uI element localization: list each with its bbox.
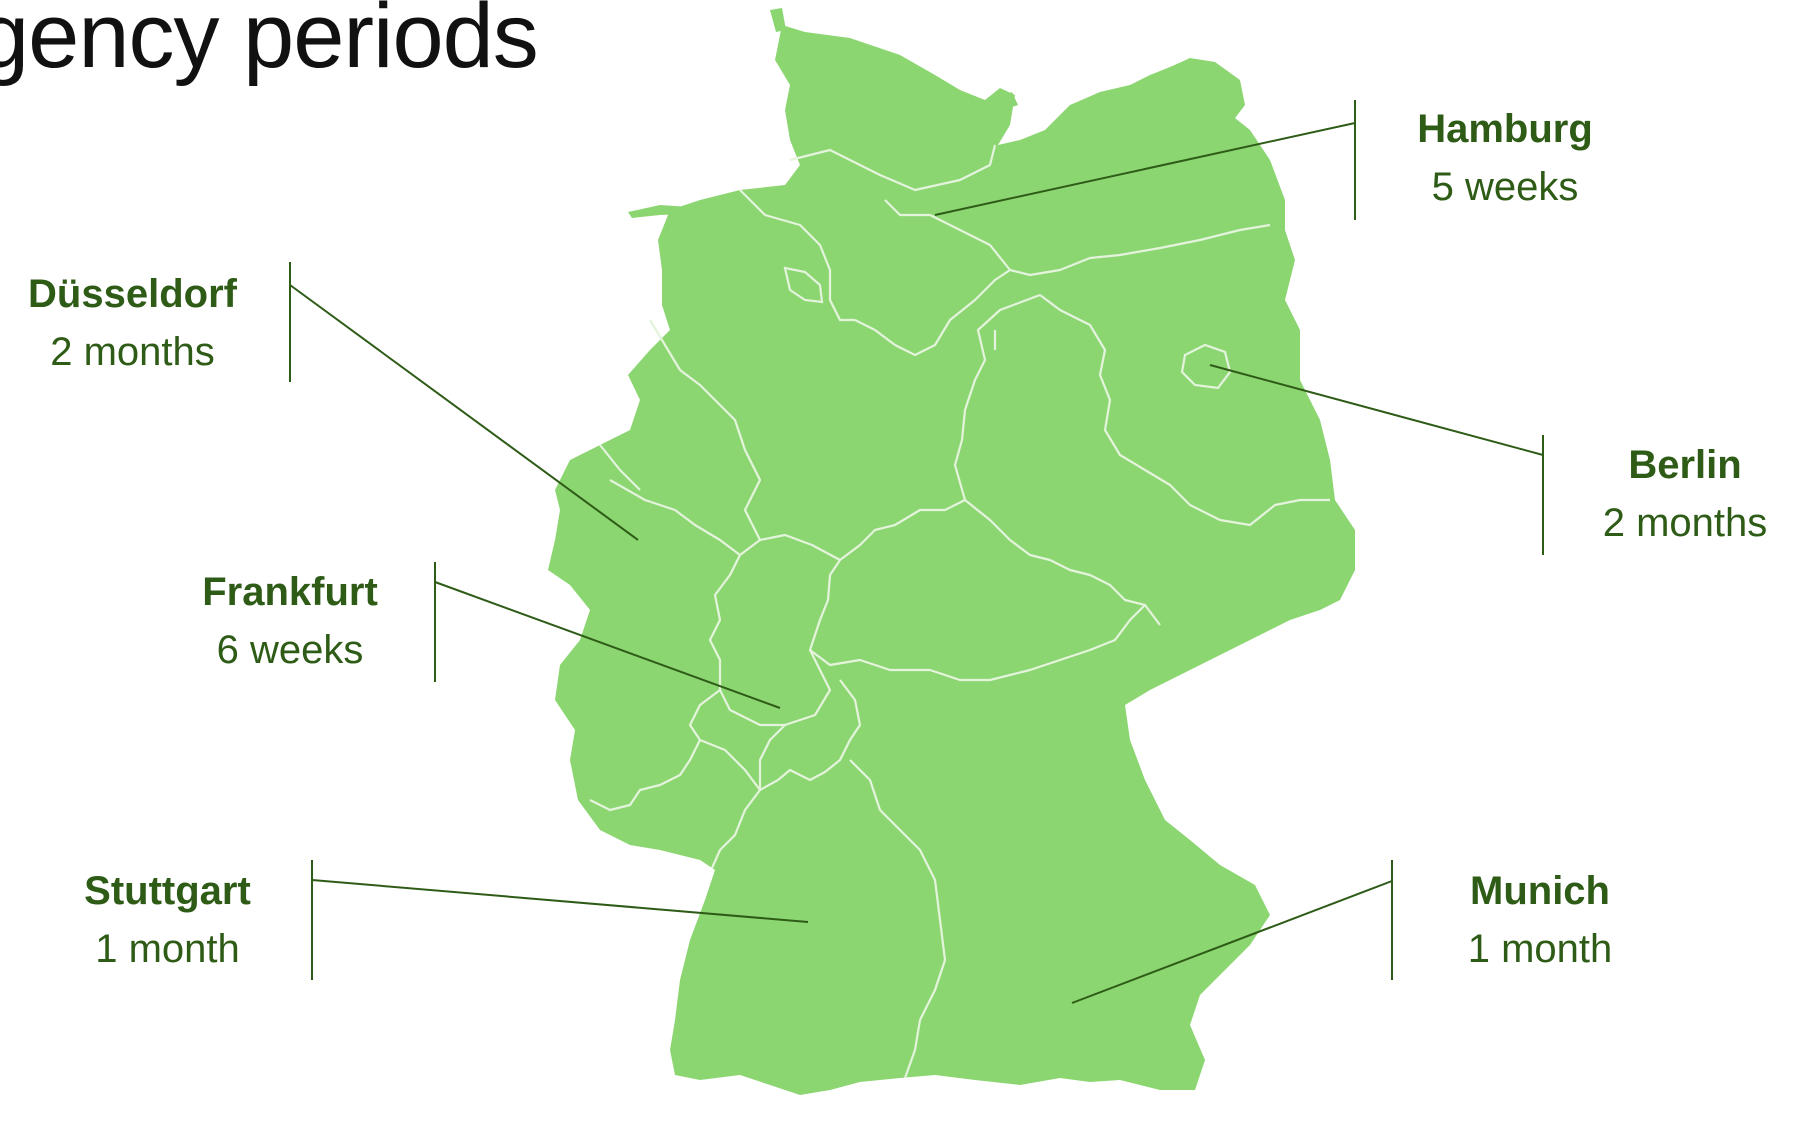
callout-munich: Munich 1 month [1420,862,1660,978]
bremen-enclave [783,266,824,304]
agency-period: 1 month [95,927,240,971]
agency-period: 5 weeks [1431,165,1579,209]
slide-title: gency periods [0,0,539,87]
germany-outline [548,25,1355,1095]
callout-hamburg: Hamburg 5 weeks [1380,100,1630,216]
leader-berlin [1209,364,1544,456]
berlin-enclave [1180,343,1232,390]
state-borders [589,144,1330,1079]
callout-stuttgart: Stuttgart 1 month [45,862,290,978]
city-name: Berlin [1628,443,1742,487]
leader-lines [289,100,1544,1004]
agency-period: 6 weeks [216,628,364,672]
city-name: Hamburg [1417,107,1593,151]
agency-period: 1 month [1467,927,1613,971]
callout-duesseldorf: Düsseldorf 2 months [0,265,265,381]
agency-period: 2 months [50,330,215,374]
island-west [628,205,690,218]
callout-berlin: Berlin 2 months [1580,436,1790,552]
city-name: Munich [1470,869,1610,913]
leader-frankfurt [434,581,781,709]
island-fehmarn [995,92,1018,110]
leader-munich [1071,880,1393,1004]
island-north [770,8,786,32]
agency-period: 2 months [1602,501,1768,545]
city-name: Düsseldorf [28,272,237,316]
island-ruegen [1168,58,1245,122]
callout-frankfurt: Frankfurt 6 weeks [160,563,420,679]
leader-duesseldorf [289,284,639,541]
leader-hamburg [934,122,1356,216]
city-name: Frankfurt [202,570,378,614]
city-name: Stuttgart [84,869,251,913]
leader-stuttgart [311,879,809,923]
